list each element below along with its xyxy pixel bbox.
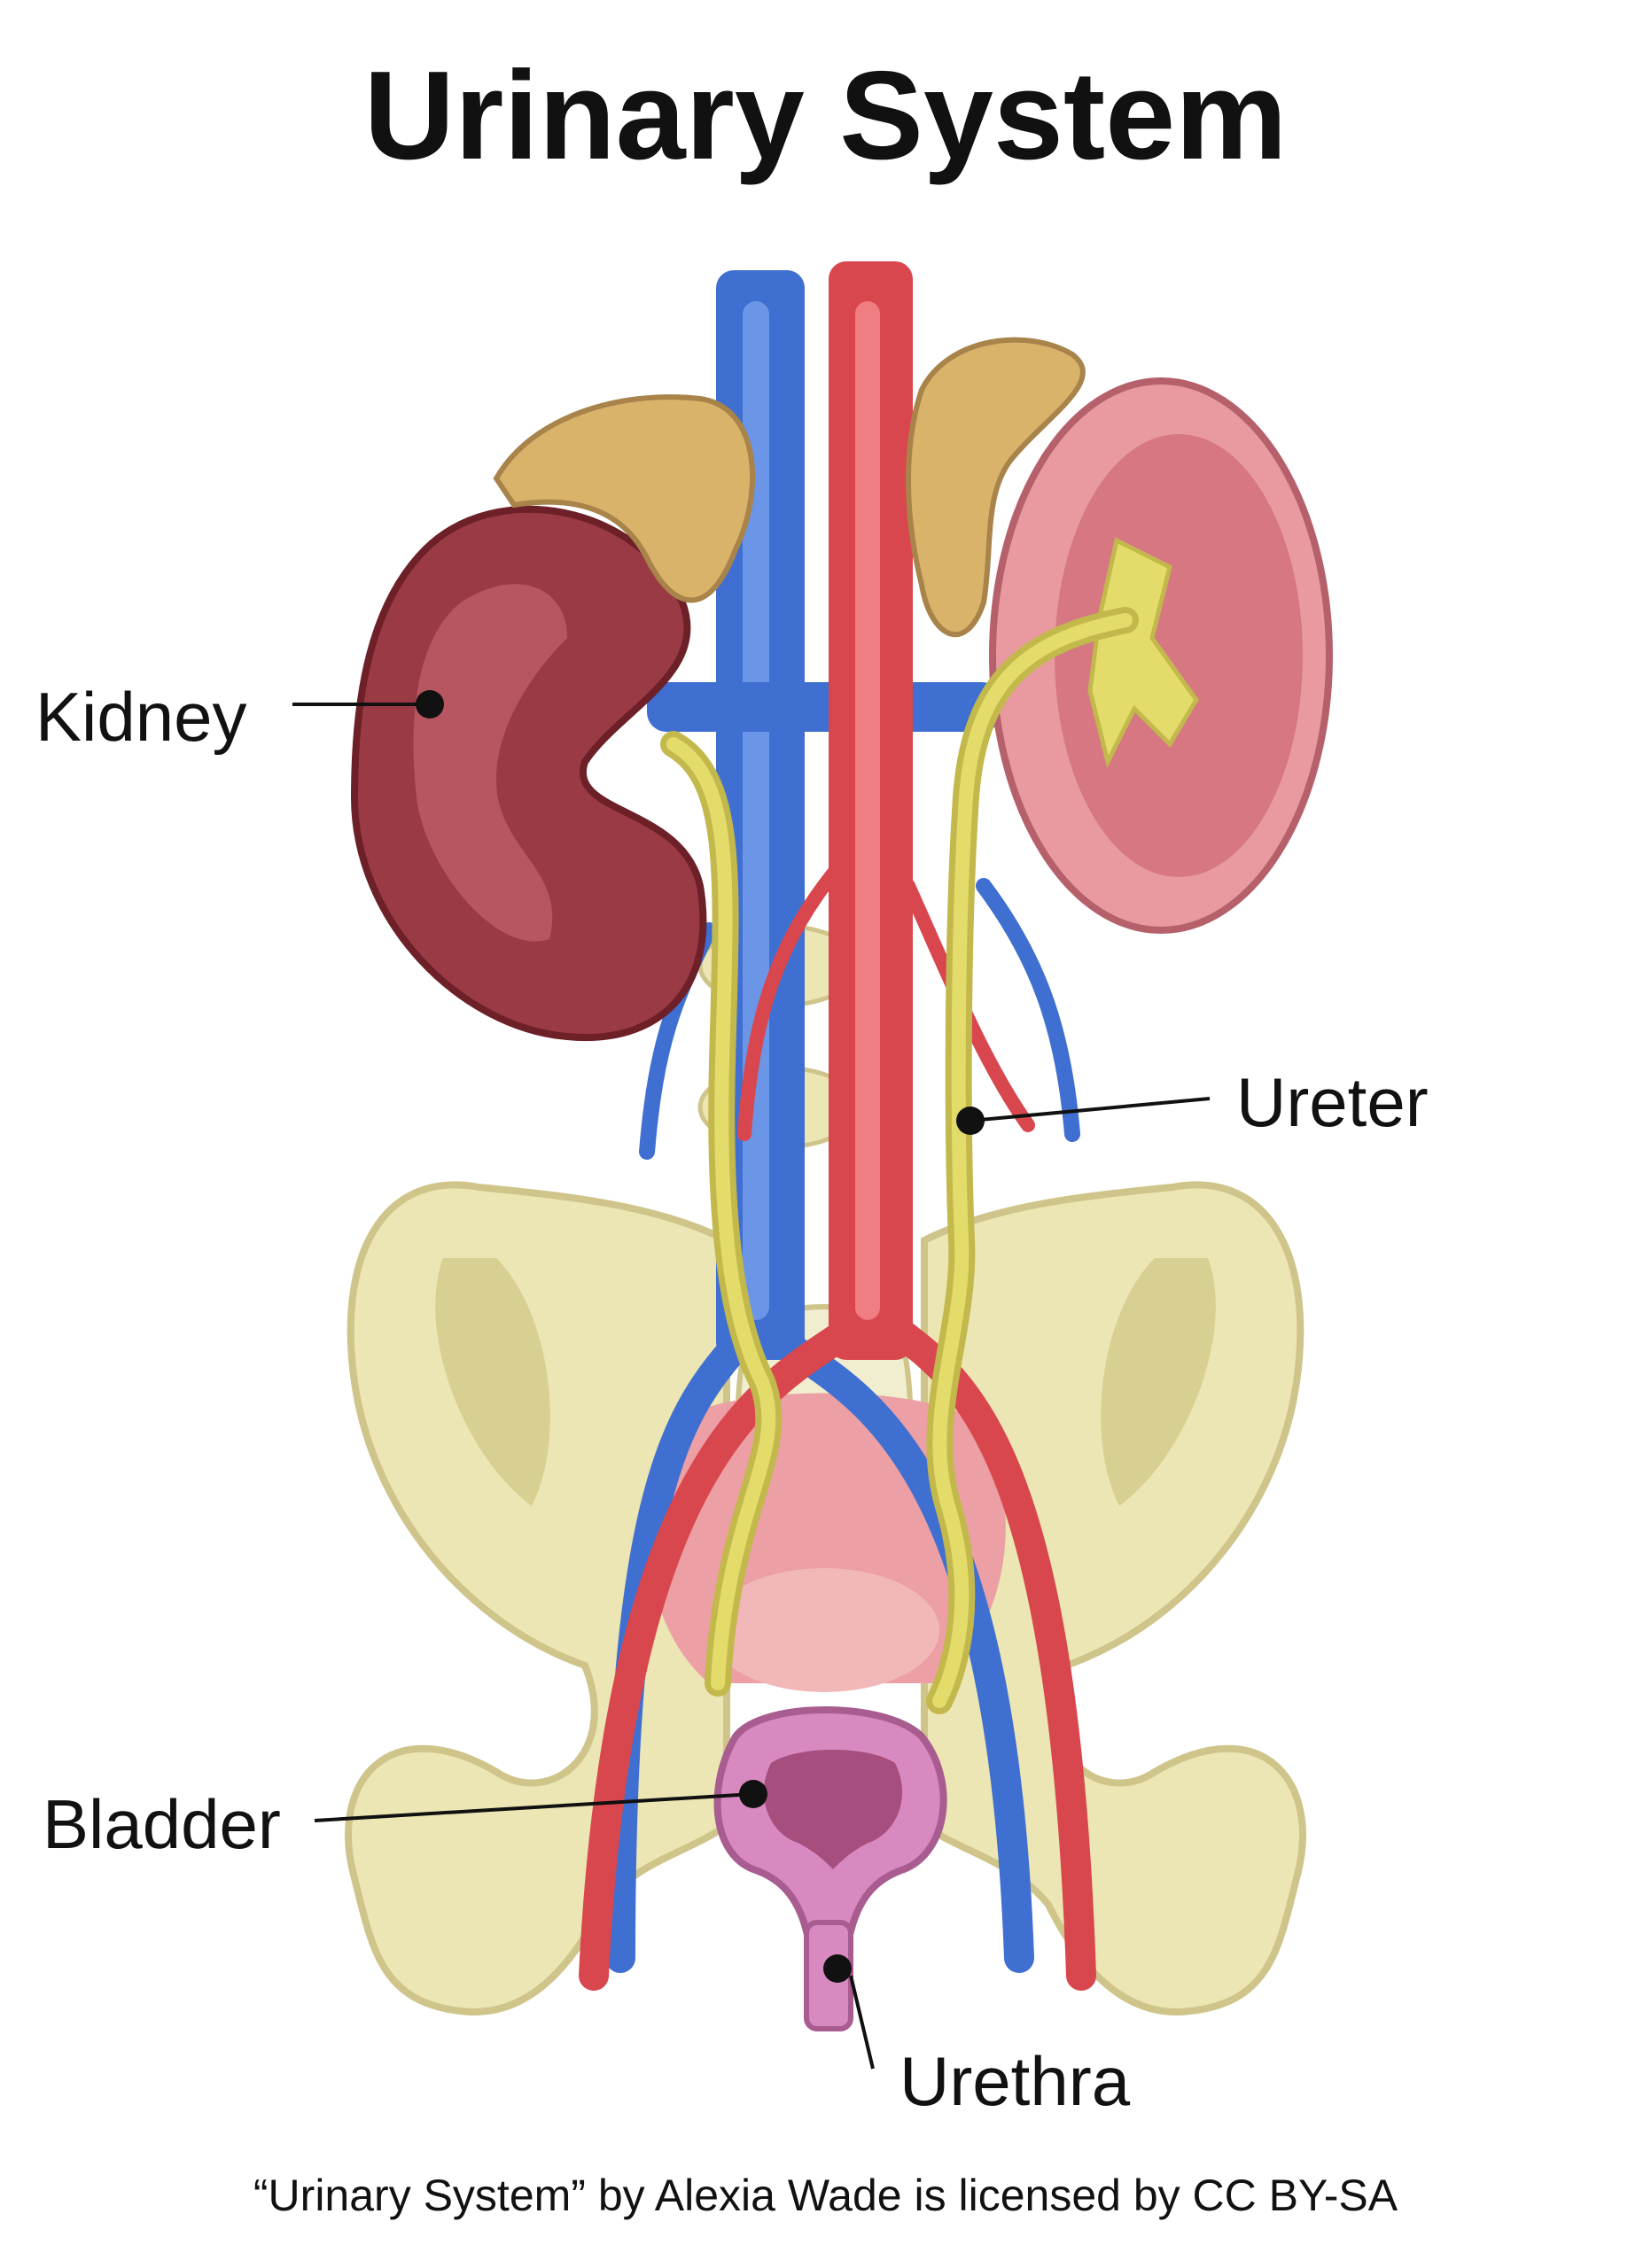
attribution-credit: “Urinary System” by Alexia Wade is licen… <box>253 2171 1398 2220</box>
ureter-label: Ureter <box>1236 1063 1429 1141</box>
kidney-left <box>350 505 707 1042</box>
bladder-marker <box>739 1780 767 1808</box>
diagram-title: Urinary System <box>363 45 1288 186</box>
kidney-label: Kidney <box>35 678 247 756</box>
ureter-leader <box>970 1097 1211 1122</box>
ureters <box>660 607 1139 1714</box>
bladder <box>713 1706 947 2031</box>
kidney-right <box>989 377 1333 934</box>
urethra-leader <box>849 1975 875 2070</box>
adrenal-right <box>906 337 1086 638</box>
urethra-marker <box>823 1954 852 1983</box>
urethra-label: Urethra <box>899 2042 1131 2120</box>
bladder-label: Bladder <box>43 1785 281 1863</box>
bladder-leader <box>314 1792 754 1822</box>
bladder-back <box>709 1568 939 1692</box>
leader-lines <box>292 690 1211 2070</box>
ureter-marker <box>956 1107 985 1135</box>
kidney-marker <box>416 690 444 718</box>
adrenal-left <box>493 394 755 603</box>
